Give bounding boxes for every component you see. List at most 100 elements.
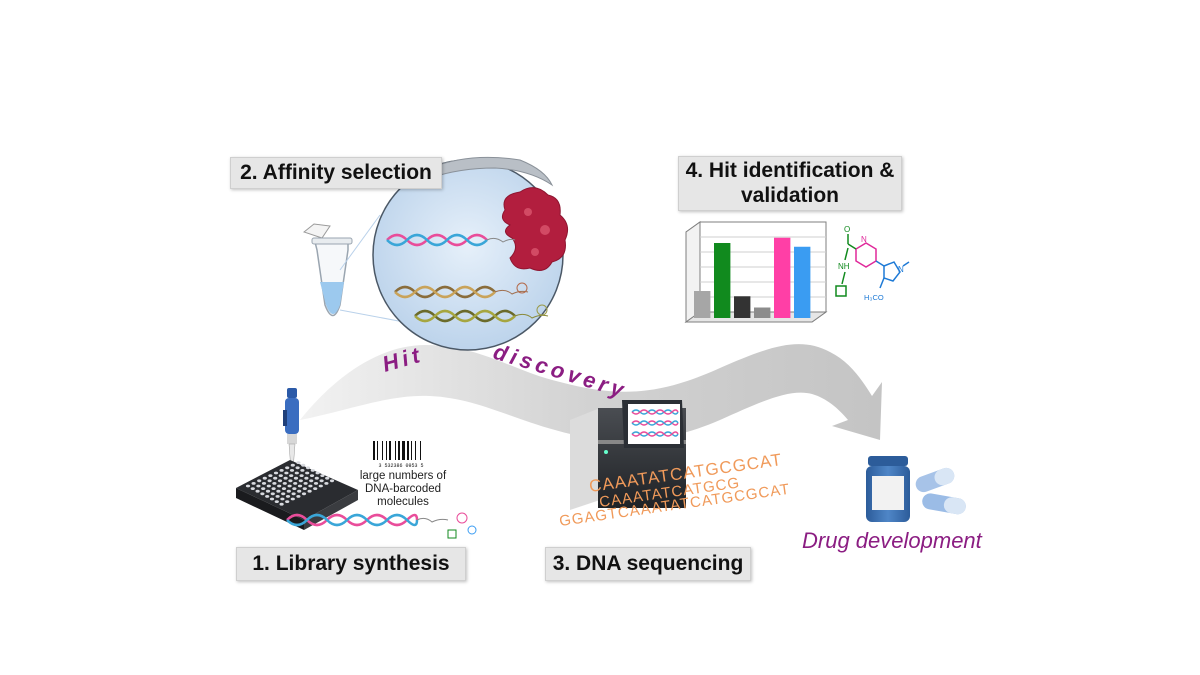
- chart-bar: [774, 237, 791, 318]
- svg-text:O: O: [844, 225, 850, 234]
- plate-well: [320, 474, 325, 477]
- nh-label: NH: [838, 262, 850, 271]
- plate-well: [291, 492, 296, 496]
- drug-development-label: Drug development: [802, 528, 982, 553]
- plate-well: [278, 474, 283, 477]
- plate-well: [301, 463, 306, 467]
- plate-well: [289, 474, 294, 477]
- pipette: [283, 388, 299, 471]
- plate-well: [296, 461, 301, 464]
- plate-well: [314, 476, 319, 480]
- plate-well: [285, 500, 290, 503]
- screen-dna-strand: [631, 420, 679, 426]
- plate-well: [266, 484, 271, 488]
- plate-well: [315, 471, 320, 475]
- barcode-bar: [389, 441, 391, 460]
- barcode-bar: [420, 441, 421, 460]
- plate-well: [298, 479, 303, 483]
- plate-well: [318, 484, 323, 488]
- plate-well: [270, 492, 275, 496]
- plate-well: [271, 487, 276, 490]
- plate-well: [250, 487, 255, 490]
- plate-well: [301, 492, 307, 496]
- step-3-title: 3. DNA sequencing: [552, 552, 744, 575]
- plate-well: [284, 471, 289, 475]
- hit-discovery-arrow: [300, 344, 882, 441]
- plate-well: [280, 497, 285, 501]
- affinity-magnified-view: [372, 156, 569, 351]
- library-caption-line1: large numbers of: [359, 470, 447, 482]
- plate-well: [305, 466, 311, 470]
- barcode-bar: [373, 441, 375, 460]
- barcode-icon: 3 532386 0953 5: [370, 438, 432, 469]
- plate-well: [313, 487, 318, 490]
- plate-well: [261, 482, 267, 485]
- plate-well: [277, 484, 282, 488]
- plate-well: [282, 482, 287, 485]
- plate-well: [279, 469, 284, 472]
- methoxy-label: H₃CO: [864, 293, 884, 302]
- chart-bar: [754, 307, 771, 318]
- chart-bar: [734, 296, 751, 318]
- barcode-bar: [402, 441, 405, 460]
- target-protein: [501, 187, 569, 271]
- screen-dna-strand: [631, 431, 679, 437]
- plate-well: [302, 487, 307, 490]
- plate-well: [286, 489, 291, 493]
- plate-well: [290, 497, 295, 501]
- plate-well: [265, 495, 270, 498]
- plate-well: [279, 502, 284, 506]
- plate-well: [274, 500, 279, 503]
- plate-well: [256, 484, 261, 488]
- plate-well: [245, 484, 251, 488]
- plate-well: [305, 471, 310, 475]
- plate-well: [285, 495, 291, 498]
- plate-well: [293, 476, 299, 480]
- hit-molecule: N O NH N H₃CO: [835, 225, 910, 302]
- plate-well: [268, 474, 273, 477]
- dna-sequencer: [570, 400, 686, 510]
- step-4-title-line1: 4. Hit identification &: [685, 159, 895, 182]
- barcode-bar: [395, 441, 396, 460]
- plate-well: [329, 479, 335, 483]
- sequencer-screen: [631, 409, 679, 437]
- plate-well: [295, 466, 300, 470]
- plate-well: [304, 476, 309, 480]
- barcode-bar: [386, 441, 387, 460]
- dna-strand-unbound-2: [414, 304, 549, 323]
- plate-well: [283, 476, 288, 480]
- plate-well: [294, 471, 299, 475]
- plate-well: [297, 484, 303, 488]
- arrow-body: [300, 344, 882, 441]
- hit-bar-chart: [684, 221, 828, 323]
- barcode-bar: [407, 441, 409, 460]
- barcode-digits: 3 532386 0953 5: [378, 463, 423, 469]
- step-2-label: 2. Affinity selection: [230, 157, 442, 189]
- plate-well: [267, 479, 272, 483]
- plate-well: [313, 482, 319, 485]
- barcode-bar: [411, 441, 412, 460]
- library-caption-line2: DNA-barcoded molecules: [364, 483, 442, 508]
- screen-dna-strand: [631, 409, 679, 415]
- plate-well: [297, 489, 302, 493]
- plate-well: [307, 489, 312, 493]
- plate-well: [287, 484, 292, 488]
- chart-bars: [694, 237, 811, 318]
- plate-well: [257, 479, 262, 483]
- plate-well: [273, 471, 279, 475]
- plate-well: [319, 479, 324, 483]
- plate-well: [261, 487, 266, 490]
- step-4-label: 4. Hit identification & validation: [678, 156, 902, 211]
- plate-well: [255, 489, 260, 493]
- plate-well: [272, 482, 277, 485]
- plate-well: [281, 492, 286, 496]
- plate-well: [275, 495, 280, 498]
- library-caption: large numbers of DNA-barcoded molecules: [350, 470, 456, 509]
- step-4-title-line2: validation: [740, 184, 840, 207]
- barcode-bar: [382, 441, 383, 460]
- pill-bottle-icon: [866, 456, 910, 522]
- plate-well: [290, 463, 295, 467]
- microplate-wells: [245, 461, 335, 506]
- plate-well: [265, 489, 271, 493]
